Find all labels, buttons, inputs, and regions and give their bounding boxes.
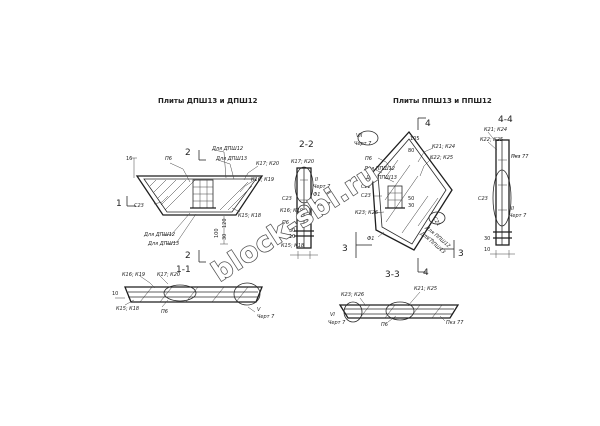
left-label-dpsh13-top: Для ДПШ13 [215, 156, 247, 162]
left-label-dpsh13-bot: Для ДПШ13 [147, 241, 179, 247]
section-mark-4-top: 4 [425, 119, 431, 129]
right-label-chert: Черт 7 [354, 141, 372, 147]
s33-label-p6: П6 [381, 322, 388, 328]
section-title-4-4: 4-4 [498, 115, 513, 125]
s2-label-pkz77: Пкз 77 [313, 202, 331, 208]
section-title-3-3: 3-3 [385, 270, 400, 280]
s44-label-pkz77: Пкз 77 [511, 154, 529, 160]
right-label-p6: П6 [365, 156, 372, 162]
left-label-c23: С23 [134, 203, 144, 209]
s33-label-pkz77: Пкз 77 [446, 320, 464, 326]
s2-label-k17k20: К17; К20 [291, 159, 314, 165]
right-label-c23: С23 [361, 193, 371, 199]
right-label-k21k24: К21; К24 [432, 144, 455, 150]
right-dim-30: 30 [408, 203, 414, 209]
right-label-c21: С21 [431, 216, 441, 228]
s44-dim-10: 10 [484, 247, 490, 253]
left-label-dpsh12-top: Для ДПШ12 [211, 146, 243, 152]
right-label-ppsh12: Для ППШ12 [363, 166, 395, 172]
section-3-3-drawing [338, 291, 460, 323]
left-label-k17k20: К17; К20 [256, 161, 279, 167]
right-label-f1: Ф1 [367, 236, 375, 242]
right-dim-80: 80 [408, 148, 414, 154]
s11-dim-10: 10 [112, 291, 118, 297]
left-dim-16: 16 [126, 156, 132, 162]
left-dim-120: 120 [222, 218, 228, 228]
section-mark-3-right: 3 [458, 249, 464, 259]
section-2-2-drawing [290, 166, 318, 259]
right-dim-105: 105 [410, 136, 420, 142]
right-label-k22k25: К22; К25 [430, 155, 453, 161]
left-dim-100: 100 [214, 228, 220, 238]
section-mark-4-bottom: 4 [423, 268, 429, 278]
s11-label-roman: V [257, 307, 261, 313]
s11-label-p6: П6 [161, 309, 168, 315]
section-mark-2-top: 2 [185, 148, 191, 158]
title-right: Плиты ППШ13 и ППШ12 [393, 97, 492, 105]
left-label-k16k19: К16; К19 [251, 177, 274, 183]
s44-label-c23: С23 [478, 196, 488, 202]
s2-dim-30: 30 [289, 228, 295, 234]
left-label-k15k18: К15; К18 [238, 213, 261, 219]
s44-dim-30: 30 [484, 236, 490, 242]
left-label-dpsh12-bot: Для ДПШ12 [143, 232, 175, 238]
s44-label-roman: II [511, 206, 514, 212]
plan-right [355, 117, 455, 273]
right-dim-50: 50 [408, 196, 414, 202]
s33-label-roman: VI [330, 312, 335, 318]
section-title-2-2: 2-2 [299, 140, 314, 150]
s33-label-chert: Черт 7 [328, 320, 346, 326]
section-mark-2-bottom: 2 [185, 251, 191, 261]
s44-label-k22k25: К22; К25 [480, 137, 503, 143]
s2-label-c23: С23 [282, 196, 292, 202]
s44-label-k21k24: К21; К24 [484, 127, 507, 133]
s44-label-chert: Черт 7 [509, 213, 527, 219]
s2-label-p6: П6 [282, 220, 289, 226]
left-label-p6: П6 [165, 156, 172, 162]
s2-label-chert: Черт 7 [313, 184, 331, 190]
section-4-4-drawing [487, 131, 520, 258]
section-1-1-drawing [115, 275, 263, 313]
right-label-ppsh13: Для ППШ13 [365, 175, 397, 181]
section-title-1-1: 1-1 [176, 265, 191, 275]
section-mark-1: 1 [116, 199, 122, 209]
s11-label-k17k20: К17; К20 [157, 272, 180, 278]
s2-label-k15k18: К15; К18 [281, 243, 304, 249]
s2-dim-10: 10 [289, 234, 295, 240]
s11-label-k15k18: К15; К18 [116, 306, 139, 312]
s2-label-k16k19: К16; К19 [280, 208, 303, 214]
right-label-c22: С22 [361, 184, 371, 190]
left-dim-30: 30 [222, 234, 228, 240]
section-mark-3-left: 3 [342, 244, 348, 254]
title-left: Плиты ДПШ13 и ДПШ12 [158, 97, 258, 105]
right-label-roman: VII [356, 133, 363, 139]
s11-label-k16k19: К16; К19 [122, 272, 145, 278]
s33-label-k21k25: К21; К25 [414, 286, 437, 292]
s2-label-f1: Ф1 [313, 192, 321, 198]
watermark-text: block-sbi.ru [207, 158, 385, 288]
plan-left [126, 149, 264, 263]
s33-label-k23k26: К23; К26 [341, 292, 364, 298]
s2-label-roman: II [315, 177, 318, 183]
s11-label-chert: Черт 7 [257, 314, 275, 320]
right-label-k23k26: К23; К26 [355, 210, 378, 216]
